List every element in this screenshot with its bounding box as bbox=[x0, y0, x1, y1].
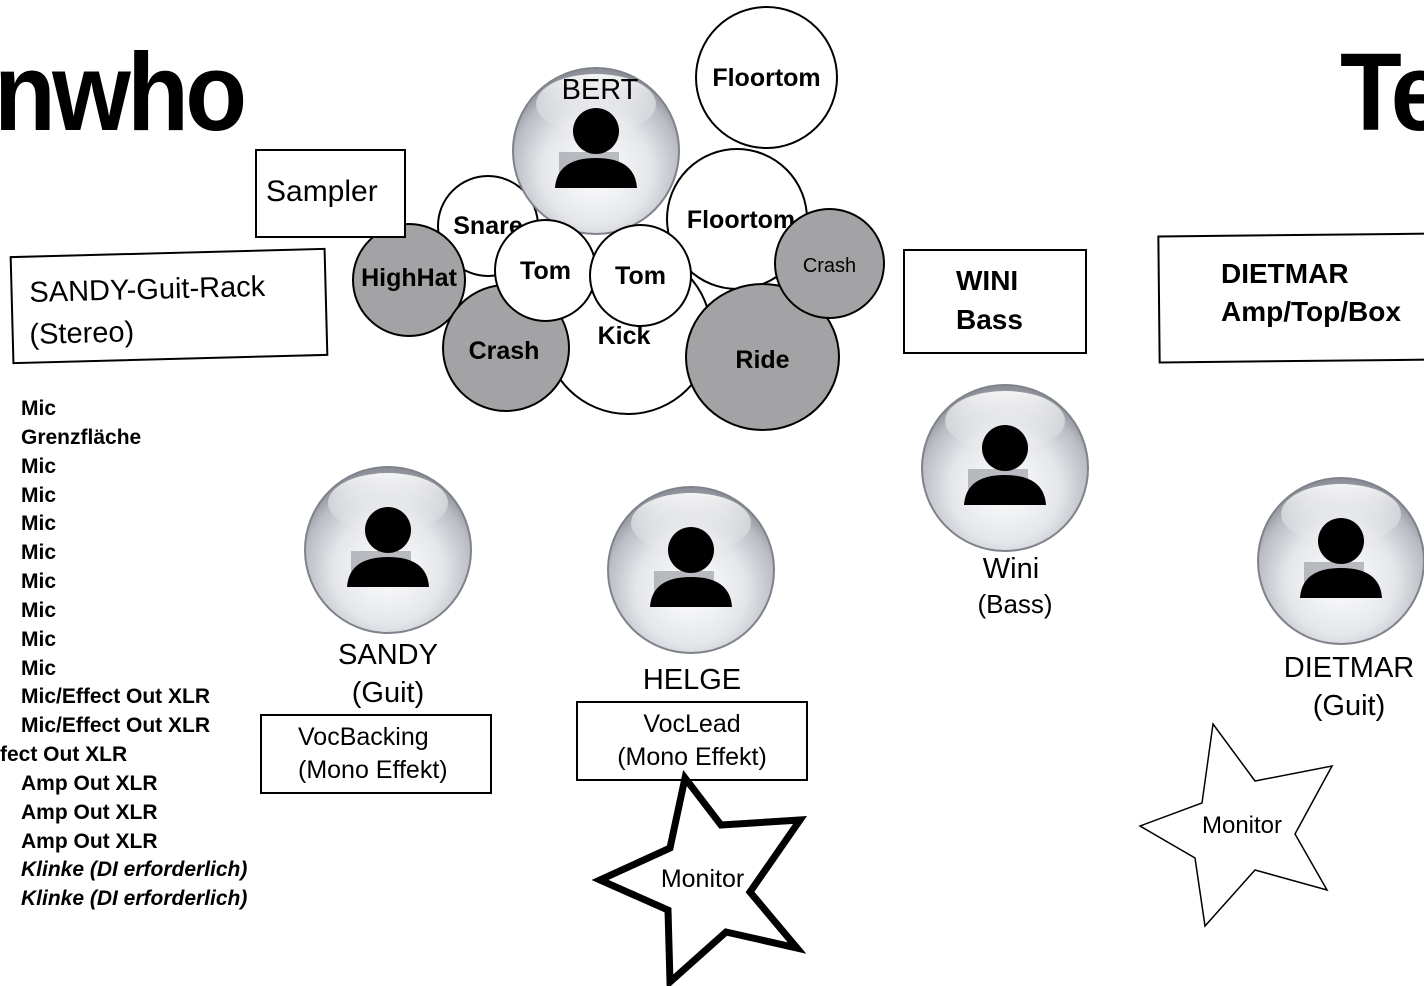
input-list-item: Amp Out XLR bbox=[21, 772, 158, 795]
drum-tom-1-label: Tom bbox=[520, 257, 571, 285]
monitor-right-label: Monitor bbox=[1201, 812, 1283, 839]
drum-floortom-top-label: Floortom bbox=[712, 64, 821, 92]
drum-highhat bbox=[352, 223, 466, 337]
monitor-star-right bbox=[1138, 722, 1334, 928]
input-list-item: Amp Out XLR bbox=[21, 830, 158, 853]
input-list-item: Mic/Effect Out XLR bbox=[21, 685, 211, 708]
input-list-item: Mic bbox=[21, 628, 57, 651]
input-list-item: Mic bbox=[21, 657, 57, 680]
monitor-star-center bbox=[591, 769, 808, 986]
person-label-dietmar: DIETMAR bbox=[1283, 652, 1415, 684]
input-list-item: Mic bbox=[21, 484, 57, 507]
drum-crash-right bbox=[774, 208, 885, 319]
wini-box-line1: WINI bbox=[956, 265, 1019, 296]
person-avatar-bert bbox=[512, 67, 680, 235]
voclead-line1: VocLead bbox=[643, 710, 741, 738]
person-avatar-sandy bbox=[304, 466, 472, 634]
drum-crash-right-label: Crash bbox=[802, 255, 857, 277]
drum-floortom-top bbox=[695, 6, 838, 149]
vocbacking-line2: (Mono Effekt) bbox=[298, 756, 448, 784]
person-label-helge: HELGE bbox=[642, 664, 742, 696]
input-list-item: Mic bbox=[21, 599, 57, 622]
person-role-sandy: (Guit) bbox=[351, 677, 425, 709]
input-list-item: fect Out XLR bbox=[0, 743, 128, 766]
input-list-item: Mic bbox=[21, 455, 57, 478]
wini-box-line2: Bass bbox=[956, 304, 1023, 335]
person-role-dietmar: (Guit) bbox=[1312, 690, 1386, 722]
input-list-item: Klinke (DI erforderlich) bbox=[21, 887, 248, 910]
dietmar-box-line1: DIETMAR bbox=[1221, 258, 1349, 289]
person-avatar-helge bbox=[607, 486, 775, 654]
band-title-right: Te bbox=[1340, 31, 1424, 154]
drum-kick-label: Kick bbox=[597, 322, 651, 350]
sampler-label: Sampler bbox=[266, 175, 378, 208]
input-list-item: Mic bbox=[21, 570, 57, 593]
voclead-line2: (Mono Effekt) bbox=[617, 743, 767, 771]
drum-highhat-label: HighHat bbox=[361, 264, 457, 292]
input-list-item: Klinke (DI erforderlich) bbox=[21, 858, 248, 881]
input-list-item: Mic/Effect Out XLR bbox=[21, 714, 211, 737]
input-list-item: Mic bbox=[21, 541, 57, 564]
vocbacking-box bbox=[260, 714, 492, 794]
monitor-center-label: Monitor bbox=[660, 865, 745, 893]
drum-crash-left-label: Crash bbox=[468, 337, 540, 365]
voclead-box bbox=[576, 701, 808, 781]
sandy-guit-rack-line2: (Stereo) bbox=[29, 316, 135, 351]
drum-floortom-mid-label: Floortom bbox=[686, 206, 796, 234]
input-list-item: Amp Out XLR bbox=[21, 801, 158, 824]
sampler-box bbox=[255, 149, 406, 238]
dietmar-box-line2: Amp/Top/Box bbox=[1221, 296, 1401, 327]
drum-ride-label: Ride bbox=[735, 346, 790, 374]
input-list-item: Mic bbox=[21, 512, 57, 535]
person-label-bert: BERT bbox=[561, 74, 639, 106]
input-list-item: Grenzfläche bbox=[21, 426, 142, 449]
person-role-wini: (Bass) bbox=[977, 589, 1053, 619]
drum-tom-1 bbox=[494, 219, 597, 322]
input-list-item: Mic bbox=[21, 397, 57, 420]
drum-tom-2 bbox=[589, 224, 692, 327]
person-avatar-wini bbox=[921, 384, 1089, 552]
person-label-wini: Wini bbox=[982, 553, 1040, 585]
sandy-guit-rack-line1: SANDY-Guit-Rack bbox=[29, 270, 266, 309]
person-avatar-dietmar bbox=[1257, 477, 1424, 645]
wini-bass-box bbox=[903, 249, 1087, 354]
band-title-left: nwho bbox=[0, 31, 247, 154]
person-label-sandy: SANDY bbox=[338, 639, 438, 671]
drum-tom-2-label: Tom bbox=[615, 262, 666, 290]
vocbacking-line1: VocBacking bbox=[298, 723, 429, 751]
